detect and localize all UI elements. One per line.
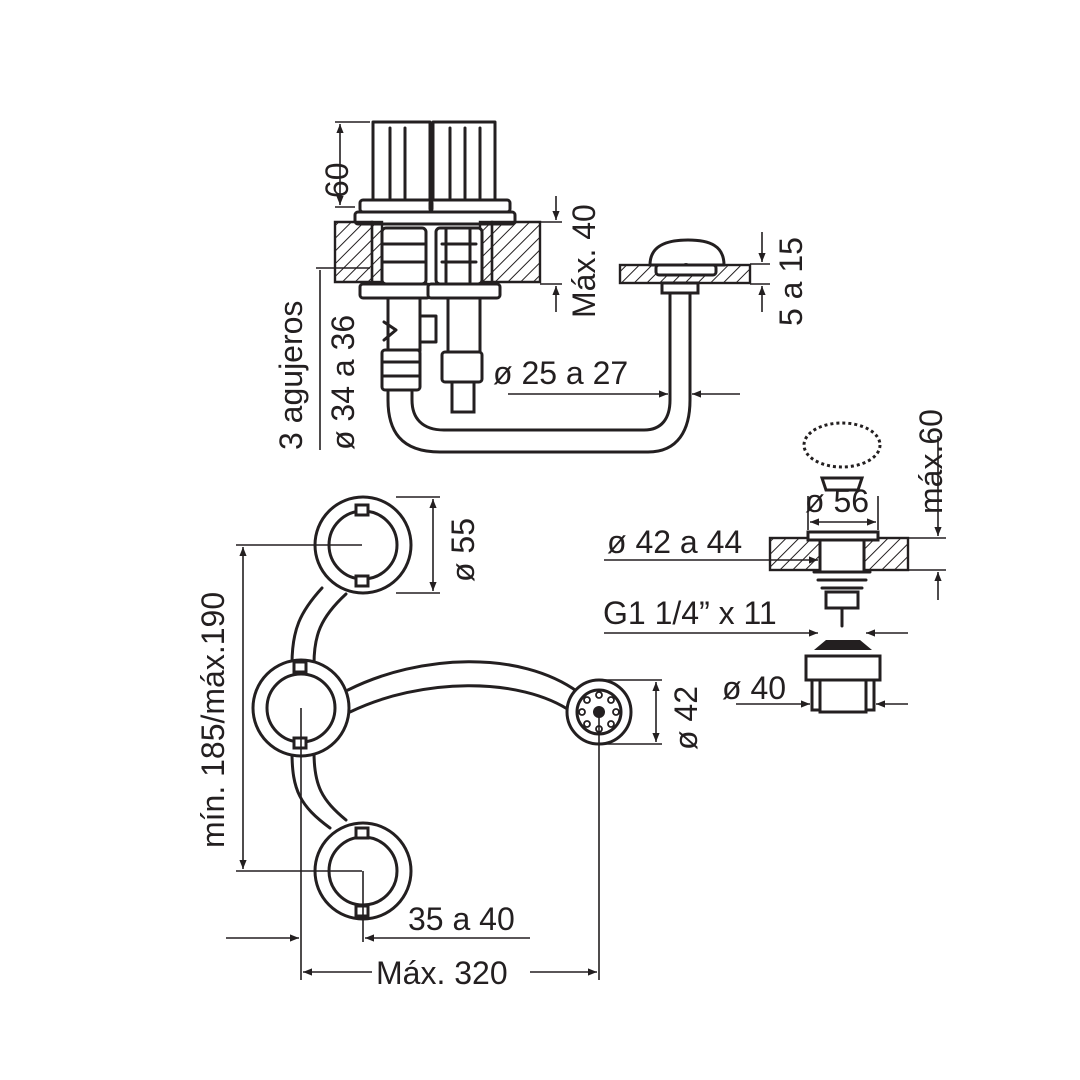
label-max-60: máx.60 xyxy=(913,409,949,514)
label-hole-diam: ø 34 a 36 xyxy=(325,315,361,450)
nut-right xyxy=(426,282,502,300)
valve-body-right xyxy=(434,226,484,286)
handle-left xyxy=(371,120,432,202)
drain-flange xyxy=(806,530,880,542)
label-range-5-15: 5 a 15 xyxy=(773,237,809,326)
nut-left xyxy=(358,282,432,300)
valve-body-right-detail xyxy=(440,226,478,284)
drain-body xyxy=(818,534,866,574)
label-diam-55: ø 55 xyxy=(445,518,481,582)
side-outlet xyxy=(382,314,438,344)
handle-top-tab-a xyxy=(354,503,370,517)
side-view: 60 Máx. 40 5 a 15 3 agujeros ø 34 a 36 ø… xyxy=(273,120,809,454)
label-height-top: 60 xyxy=(319,162,355,198)
label-thread: G1 1/4” x 11 xyxy=(603,595,777,631)
handle-grooves xyxy=(388,126,482,200)
handle-base-left xyxy=(358,198,434,214)
stem-right xyxy=(446,296,482,354)
escutcheon xyxy=(353,210,517,226)
handle-bottom-tab-b xyxy=(354,904,370,918)
drain-nut-top xyxy=(814,640,872,650)
label-diam-42-44: ø 42 a 44 xyxy=(607,524,742,560)
hose-mid-to-spout xyxy=(346,660,580,714)
label-diam-40: ø 40 xyxy=(722,670,786,706)
label-holes: 3 agujeros xyxy=(273,301,309,450)
handle-base-right xyxy=(428,198,512,214)
label-max-320: Máx. 320 xyxy=(376,955,508,991)
hose-top-to-mid xyxy=(290,586,348,666)
spout-neck xyxy=(660,281,700,295)
label-offset: 35 a 40 xyxy=(408,901,515,937)
drain-nut-cap xyxy=(804,654,882,682)
valve-body-left-detail xyxy=(380,242,428,264)
label-spacing: mín. 185/máx.190 xyxy=(195,592,231,848)
plug-stopper xyxy=(819,476,865,492)
chain-loop xyxy=(802,421,882,469)
drain-nut-base xyxy=(818,678,868,714)
valve-body-left xyxy=(380,226,428,286)
stem-left xyxy=(386,296,422,352)
drain-stem xyxy=(824,590,860,610)
handle-bottom-tab-a xyxy=(354,826,370,840)
label-tube-diam: ø 25 a 27 xyxy=(493,355,628,391)
connector-right xyxy=(450,380,476,414)
fitting-left-thread xyxy=(380,360,422,378)
handle-mid-tab-a xyxy=(292,660,308,674)
top-view: ø 55 ø 42 mín. 185/máx.190 35 a 40 Máx. … xyxy=(195,495,704,991)
spout-head xyxy=(648,238,726,267)
label-max-40: Máx. 40 xyxy=(566,204,602,318)
supply-tube-inner xyxy=(410,288,672,432)
hose-mid-to-bottom xyxy=(290,750,348,830)
fitting-right xyxy=(440,350,484,384)
spout-base xyxy=(654,263,718,277)
label-diam-42: ø 42 xyxy=(668,686,704,750)
handle-mid-tab-b xyxy=(292,736,308,750)
supply-tube xyxy=(386,288,692,454)
drain-view: máx.60 ø 56 ø 42 a 44 G1 1/4” x 11 ø 40 xyxy=(603,409,949,714)
handle-top-tab-b xyxy=(354,574,370,588)
fitting-left xyxy=(380,348,422,392)
label-diam-56: ø 56 xyxy=(805,483,869,519)
drain-thread xyxy=(812,570,872,590)
